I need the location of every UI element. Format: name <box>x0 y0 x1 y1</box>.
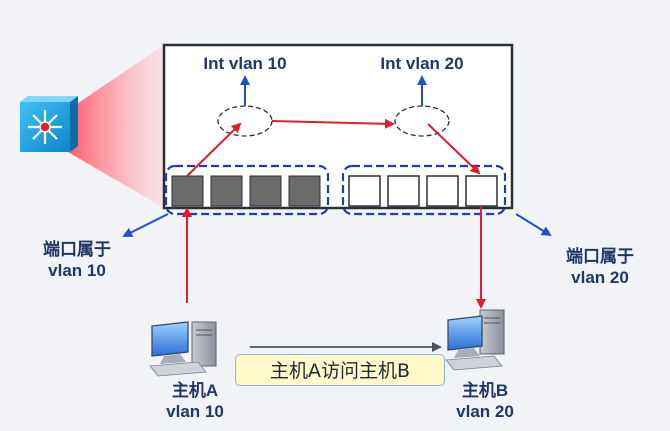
zoom-beam <box>68 45 164 208</box>
port <box>171 175 204 207</box>
port <box>288 175 321 207</box>
vlan20-port-pointer <box>515 213 552 237</box>
host-a-label: 主机A vlan 10 <box>145 380 245 422</box>
svi-vlan20-label: Int vlan 20 <box>380 54 464 73</box>
host-name: 主机A <box>171 381 219 400</box>
port <box>426 175 459 207</box>
port <box>387 175 420 207</box>
vlan10-ports <box>171 175 321 207</box>
host-b-computer-icon <box>445 309 505 371</box>
host-vlan: vlan 20 <box>456 402 514 421</box>
host-a-computer-icon <box>149 321 217 377</box>
port <box>465 175 498 207</box>
vlan20-port-label: 端口属于 vlan 20 <box>545 246 655 288</box>
layer3-switch-icon <box>20 96 78 152</box>
port-membership-text: 端口属于 <box>566 247 634 266</box>
routing-flow <box>182 118 486 309</box>
host-vlan: vlan 10 <box>166 402 224 421</box>
port <box>210 175 243 207</box>
port-vlan-text: vlan 20 <box>571 268 629 287</box>
port-membership-text: 端口属于 <box>43 240 111 259</box>
port-vlan-text: vlan 10 <box>48 261 106 280</box>
host-name: 主机B <box>461 381 509 400</box>
port <box>348 175 381 207</box>
vlan10-port-pointer <box>122 213 169 237</box>
flow-note: 主机A访问主机B <box>235 354 445 386</box>
vlan20-port-group <box>341 164 507 216</box>
host-b-label: 主机B vlan 20 <box>435 380 535 422</box>
vlan20-ports <box>348 175 498 207</box>
vlan10-port-group <box>164 164 330 216</box>
vlan10-port-label: 端口属于 vlan 10 <box>22 239 132 281</box>
svi-vlan10-label: Int vlan 10 <box>203 54 287 73</box>
port <box>249 175 282 207</box>
